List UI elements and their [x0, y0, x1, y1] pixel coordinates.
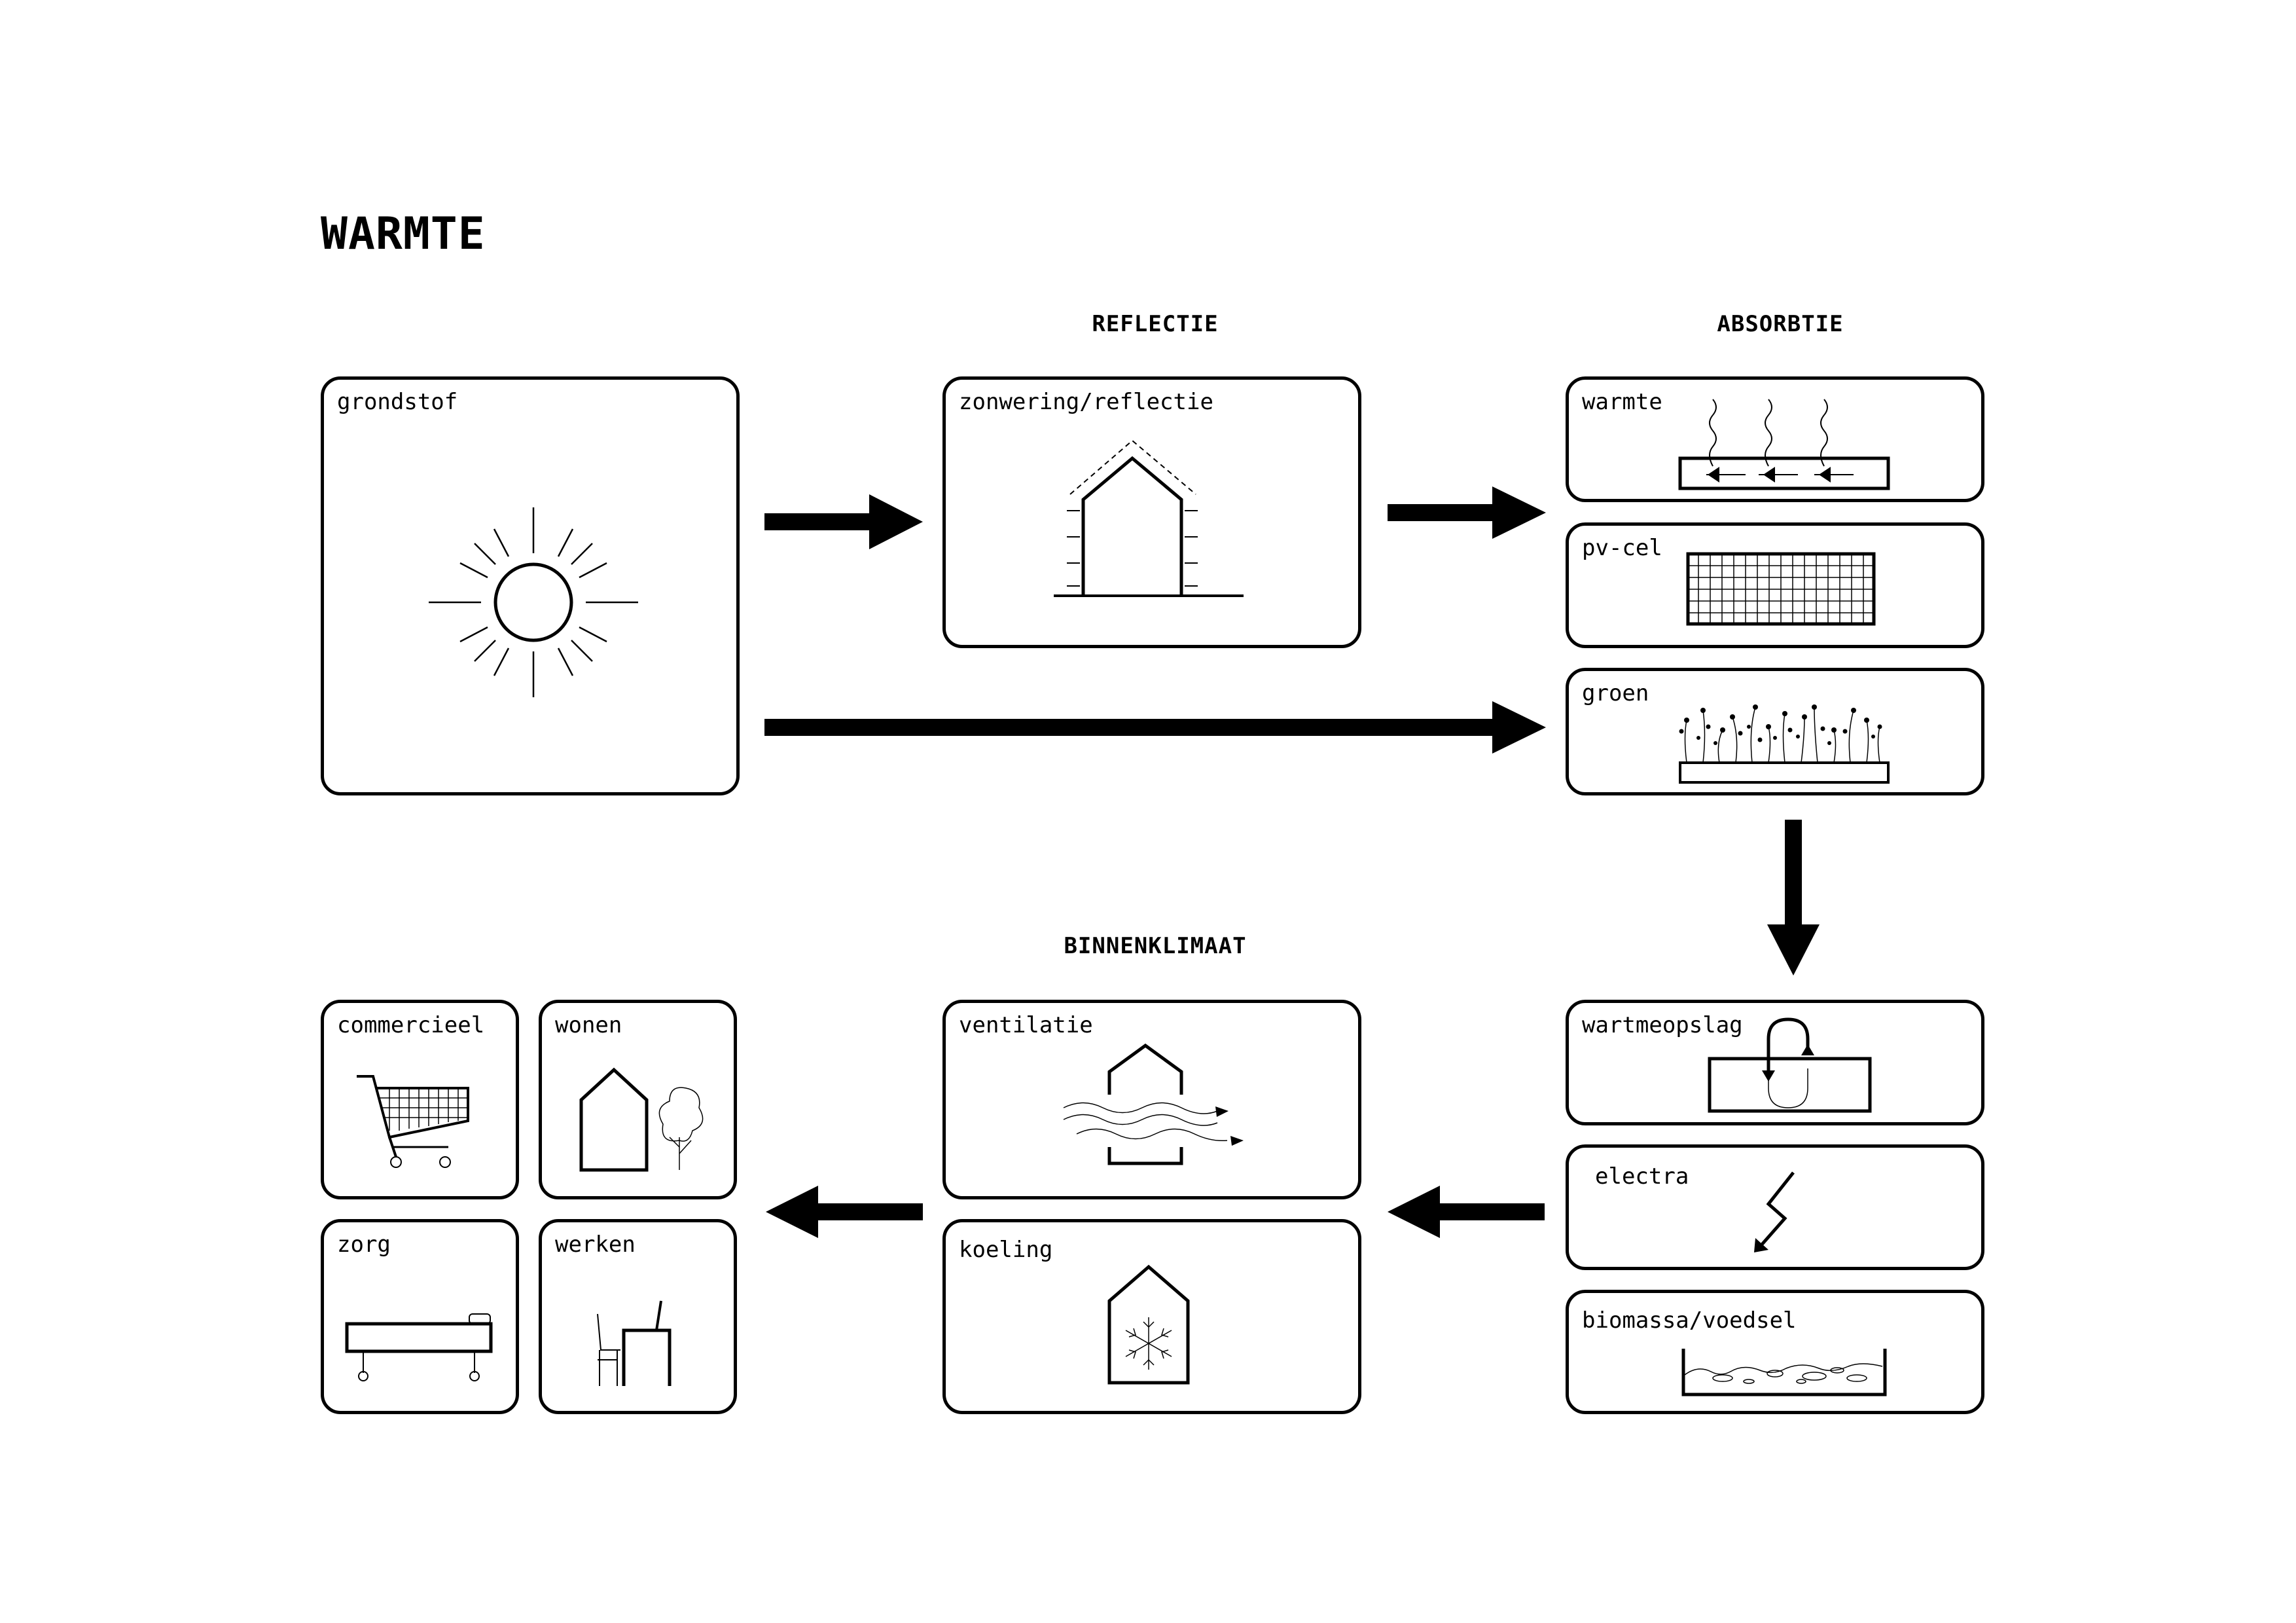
box-electra: electra: [1566, 1144, 1984, 1270]
arrow-zonwering-to-absorbtie: [1388, 486, 1546, 539]
box-label-opslag: wartmeopslag: [1582, 1012, 1743, 1038]
box-label-grondstof: grondstof: [337, 389, 458, 415]
box-label-wonen: wonen: [555, 1012, 622, 1038]
box-biomassa-voedsel: biomassa/voedsel: [1566, 1290, 1984, 1414]
arrow-binnenklimaat-to-functies: [766, 1186, 923, 1238]
arrow-opslag-to-binnenklimaat: [1388, 1186, 1545, 1238]
biomass-icon: [1681, 1349, 1887, 1396]
box-werken: werken: [539, 1219, 737, 1414]
box-label-pvcel: pv-cel: [1582, 535, 1662, 561]
house-tree-icon: [579, 1067, 704, 1172]
section-label-binnenklimaat: BINNENKLIMAAT: [1064, 933, 1247, 959]
box-label-biomassa: biomassa/voedsel: [1582, 1307, 1797, 1334]
house-reflection-icon: [1054, 439, 1244, 597]
heat-absorption-icon: [1678, 399, 1890, 490]
box-zonwering-reflectie: zonwering/reflectie: [942, 376, 1361, 648]
box-label-ventilatie: ventilatie: [959, 1012, 1093, 1038]
box-label-zonwering: zonwering/reflectie: [959, 389, 1213, 415]
box-groen: groen: [1566, 668, 1984, 795]
box-ventilatie: ventilatie: [942, 1000, 1361, 1199]
section-label-absorbtie: ABSORBTIE: [1717, 311, 1844, 337]
box-commercieel: commercieel: [321, 1000, 519, 1199]
section-label-reflectie: REFLECTIE: [1092, 311, 1219, 337]
ventilation-house-icon: [1063, 1043, 1244, 1165]
box-label-commercieel: commercieel: [337, 1012, 485, 1038]
shopping-cart-icon: [357, 1075, 469, 1168]
desk-chair-icon: [597, 1300, 672, 1386]
box-grondstof: grondstof: [321, 376, 740, 795]
box-pv-cel: pv-cel: [1566, 522, 1984, 648]
box-label-groen: groen: [1582, 680, 1649, 706]
box-warmte: warmte: [1566, 376, 1984, 502]
lightning-icon: [1754, 1171, 1795, 1252]
box-wonen: wonen: [539, 1000, 737, 1199]
box-wartmeopslag: wartmeopslag: [1566, 1000, 1984, 1125]
box-label-werken: werken: [555, 1231, 636, 1258]
box-label-koeling: koeling: [959, 1237, 1053, 1263]
cooling-house-icon: [1107, 1264, 1190, 1385]
arrow-absorbtie-to-opslag: [1767, 820, 1820, 976]
box-label-electra: electra: [1595, 1163, 1689, 1190]
box-zorg: zorg: [321, 1219, 519, 1414]
page-title: WARMTE: [321, 208, 486, 260]
box-label-warmte: warmte: [1582, 389, 1662, 415]
heat-storage-icon: [1708, 1017, 1872, 1113]
box-koeling: koeling: [942, 1219, 1361, 1414]
box-label-zorg: zorg: [337, 1231, 391, 1258]
arrow-grondstof-to-groen: [764, 701, 1546, 754]
green-roof-icon: [1679, 704, 1890, 784]
hospital-bed-icon: [345, 1313, 493, 1381]
sun-icon: [429, 507, 638, 697]
arrow-grondstof-to-zonwering: [764, 494, 923, 549]
solar-panel-icon: [1686, 552, 1876, 626]
